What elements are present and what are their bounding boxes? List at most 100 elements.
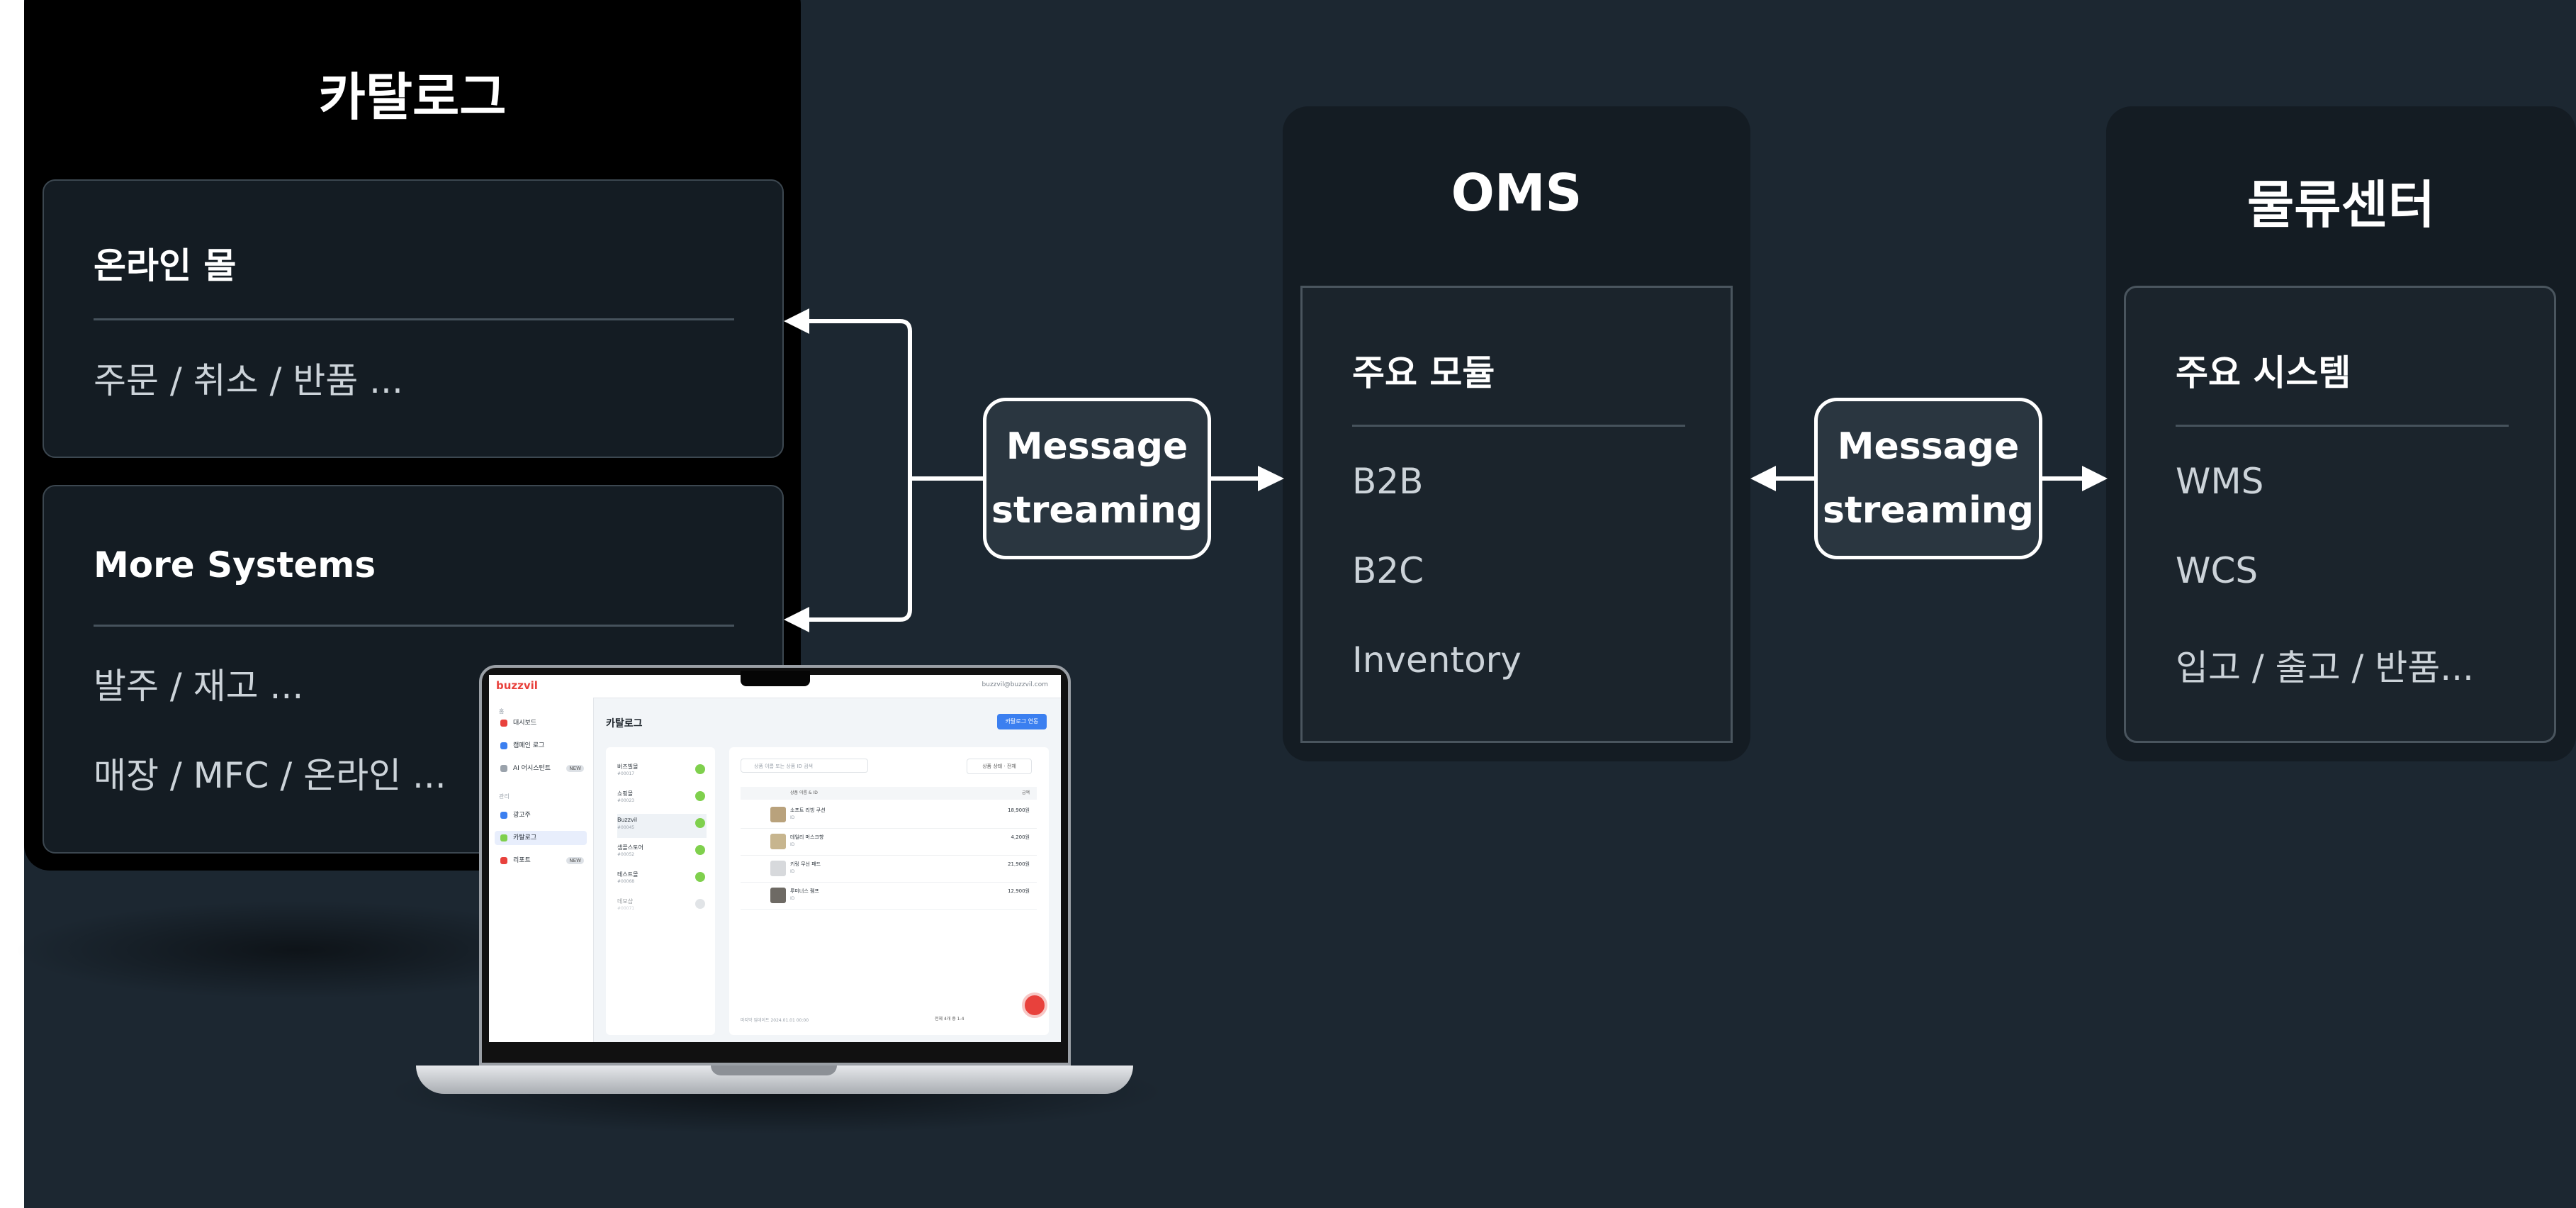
- oms-module-item: B2B: [1352, 461, 1424, 502]
- list-item[interactable]: Buzzvil #00045: [617, 814, 707, 838]
- list-item-name: 쇼핑몰: [617, 790, 634, 797]
- sidebar-item-label: 대시보드: [513, 720, 537, 727]
- product-name: 키링 무선 패드: [790, 861, 821, 867]
- online-mall-title: 온라인 몰: [94, 245, 237, 286]
- sidebar-item-label: 카탈로그: [513, 834, 537, 841]
- oms-module-card: 주요 모듈 B2B B2C Inventory: [1300, 286, 1733, 743]
- product-thumbnail: [770, 834, 786, 849]
- product-id: ID: [790, 842, 795, 847]
- more-systems-item: 발주 / 재고 ...: [94, 666, 304, 707]
- message-streaming-box-right: Message streaming: [1814, 398, 2042, 559]
- product-price: 4,200원: [1011, 834, 1030, 840]
- product-name: 데일리 머스크향: [790, 834, 824, 840]
- laptop-notch: [741, 671, 810, 686]
- status-dot-icon: [695, 872, 705, 882]
- sidebar-item[interactable]: 광고주: [495, 808, 587, 822]
- screen-sidebar: 홈 대시보드 캠페인 로그 AI 어시스턴트 NEW 관리 광고주 카탈로그 리…: [489, 698, 594, 1042]
- arrowhead-logistics: [2082, 466, 2108, 491]
- logistics-system-item: WMS: [2176, 461, 2264, 502]
- list-item-name: 샘플스토어: [617, 844, 643, 851]
- laptop-screen: buzzvil buzzvil@buzzvil.com 홈 대시보드 캠페인 로…: [489, 675, 1061, 1042]
- sidebar-assistant-icon: [500, 765, 507, 772]
- message-line1: Message: [1837, 425, 2020, 468]
- chat-fab-icon[interactable]: [1022, 992, 1047, 1018]
- pagination[interactable]: 전체 4개 중 1-4: [935, 1017, 964, 1022]
- list-item-sub: #00045: [617, 825, 635, 830]
- product-thumbnail: [770, 807, 786, 822]
- list-item-sub: #00071: [617, 906, 635, 911]
- oms-title: OMS: [1451, 163, 1582, 223]
- product-id: ID: [790, 896, 795, 901]
- list-item[interactable]: 테스트몰 #00068: [617, 868, 707, 892]
- online-mall-item: 주문 / 취소 / 반품 ...: [94, 360, 403, 401]
- status-filter-select[interactable]: 상품 상태 · 전체: [967, 759, 1032, 774]
- table-row[interactable]: 데일리 머스크향 ID 4,200원: [741, 828, 1037, 856]
- list-item-name: 데모샵: [617, 898, 634, 905]
- table-row[interactable]: 루미너스 램프 ID 12,900원: [741, 882, 1037, 910]
- status-dot-icon: [695, 899, 705, 909]
- product-name: 루미너스 램프: [790, 888, 819, 894]
- list-item-sub: #00052: [617, 852, 635, 857]
- product-price: 12,900원: [1008, 888, 1030, 894]
- add-catalog-button[interactable]: 카탈로그 연동: [997, 714, 1047, 729]
- message-line2: streaming: [1822, 489, 2035, 532]
- new-badge: NEW: [566, 857, 584, 864]
- product-search-input[interactable]: 상품 이름 또는 상품 ID 검색: [741, 759, 868, 773]
- product-table-panel: 상품 이름 또는 상품 ID 검색 상품 상태 · 전체 상품 이름 & ID …: [729, 747, 1049, 1035]
- list-item[interactable]: 쇼핑몰 #00023: [617, 787, 707, 811]
- list-item[interactable]: 데모샵 #00071: [617, 895, 707, 919]
- product-thumbnail: [770, 861, 786, 876]
- list-item-sub: #00068: [617, 879, 635, 884]
- sidebar-item-label: 리포트: [513, 857, 531, 864]
- list-item-sub: #00023: [617, 798, 635, 803]
- left-edge-strip: [0, 0, 24, 1208]
- bracket-arrow-line: [809, 319, 912, 622]
- sidebar-section-label: 홈: [499, 708, 505, 715]
- more-systems-item: 매장 / MFC / 온라인 ...: [94, 755, 446, 796]
- sidebar-item-label: 광고주: [513, 812, 531, 819]
- more-systems-divider: [94, 625, 734, 627]
- sidebar-log-icon: [500, 742, 507, 749]
- sidebar-item[interactable]: 리포트 NEW: [495, 854, 587, 868]
- message-streaming-box-left: Message streaming: [983, 398, 1211, 559]
- product-id: ID: [790, 869, 795, 874]
- laptop-base-groove: [711, 1066, 837, 1075]
- list-item[interactable]: 버즈빌몰 #00017: [617, 760, 707, 784]
- more-systems-title: More Systems: [94, 544, 376, 586]
- list-item[interactable]: 샘플스토어 #00052: [617, 841, 707, 865]
- sidebar-item[interactable]: AI 어시스턴트 NEW: [495, 761, 587, 776]
- table-header: 상품 이름 & ID 금액: [741, 787, 1037, 800]
- logistics-system-title: 주요 시스템: [2176, 352, 2351, 393]
- catalog-title: 카탈로그: [318, 67, 507, 127]
- logistics-system-item: 입고 / 출고 / 반품...: [2176, 647, 2474, 688]
- oms-module-item: B2C: [1352, 550, 1424, 591]
- arrowhead-more-systems: [784, 607, 809, 632]
- product-price: 21,900원: [1008, 861, 1030, 867]
- sidebar-item[interactable]: 대시보드: [495, 716, 587, 730]
- online-mall-card: 온라인 몰 주문 / 취소 / 반품 ...: [43, 179, 784, 458]
- status-dot-icon: [695, 764, 705, 774]
- new-badge: NEW: [566, 765, 584, 772]
- table-row[interactable]: 소프트 리빙 쿠션 ID 18,900원: [741, 801, 1037, 829]
- last-updated-text: 마지막 업데이트 2024.01.01 00:00: [741, 1018, 809, 1023]
- product-name: 소프트 리빙 쿠션: [790, 807, 826, 813]
- online-mall-divider: [94, 318, 734, 320]
- arrowhead-oms: [1258, 466, 1284, 491]
- logistics-system-divider: [2176, 425, 2509, 427]
- list-item-name: 테스트몰: [617, 871, 639, 878]
- sidebar-item-catalog[interactable]: 카탈로그: [495, 831, 587, 845]
- logistics-system-item: WCS: [2176, 550, 2259, 591]
- sidebar-advertiser-icon: [500, 812, 507, 819]
- catalog-list: 버즈빌몰 #00017 쇼핑몰 #00023 Buzzvil #00045 샘플…: [606, 747, 715, 1035]
- oms-module-title: 주요 모듈: [1352, 352, 1495, 393]
- list-item-name: Buzzvil: [617, 817, 638, 823]
- product-thumbnail: [770, 888, 786, 903]
- table-header-name: 상품 이름 & ID: [790, 790, 818, 795]
- message-line2: streaming: [991, 489, 1203, 532]
- screen-user[interactable]: buzzvil@buzzvil.com: [982, 681, 1048, 688]
- sidebar-item[interactable]: 캠페인 로그: [495, 739, 587, 753]
- status-dot-icon: [695, 845, 705, 855]
- table-row[interactable]: 키링 무선 패드 ID 21,900원: [741, 855, 1037, 883]
- sidebar-dashboard-icon: [500, 720, 507, 727]
